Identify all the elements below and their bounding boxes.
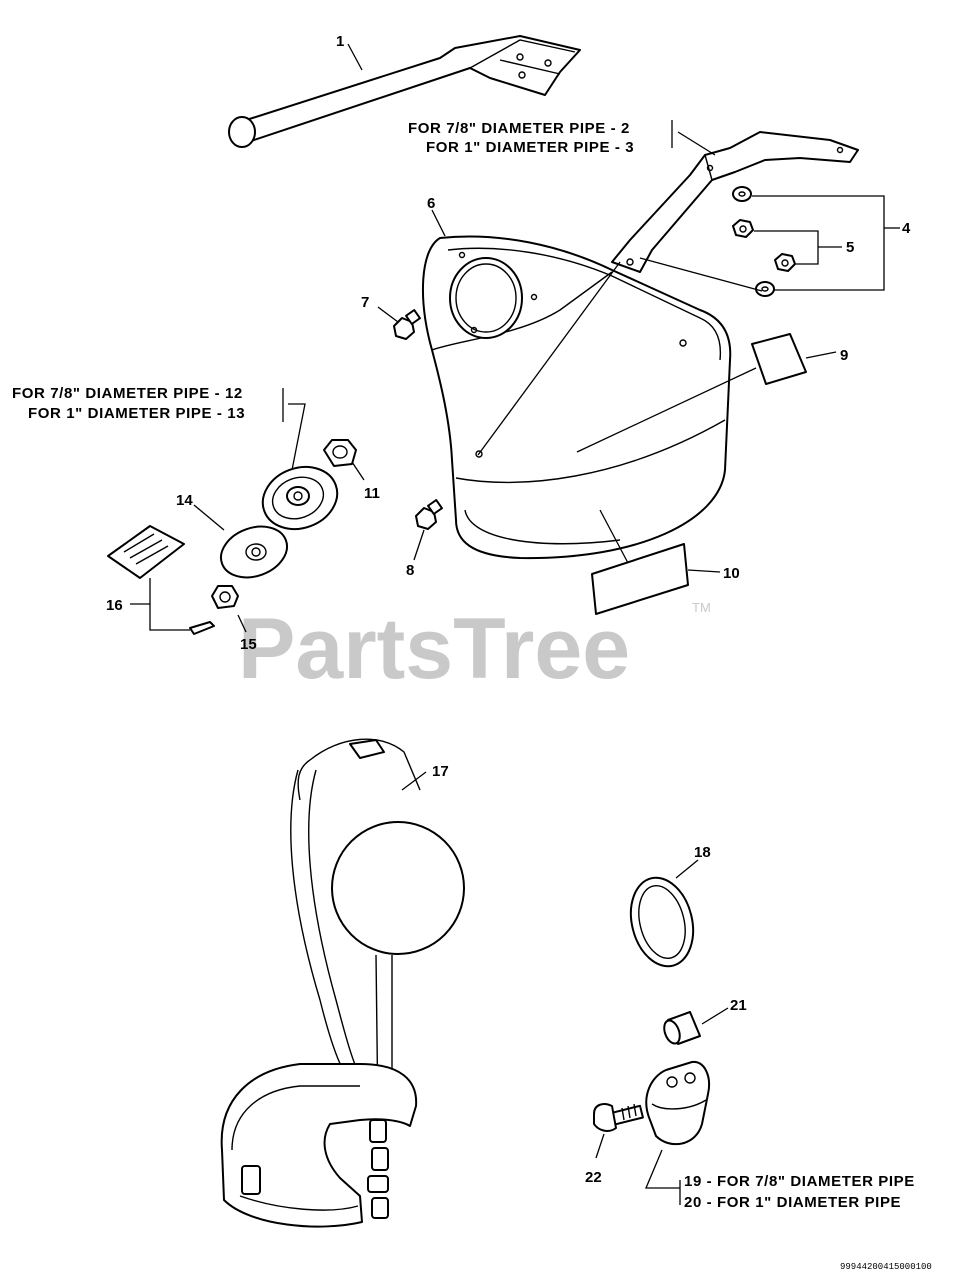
watermark-trademark: TM bbox=[692, 600, 711, 615]
callout-8: 8 bbox=[406, 562, 414, 579]
part-12-13-outer-hub[interactable] bbox=[254, 457, 346, 539]
part-4-washer-top[interactable] bbox=[732, 186, 752, 202]
callout-7: 7 bbox=[361, 294, 369, 311]
part-16-tool-kit[interactable] bbox=[107, 525, 215, 635]
callout-15: 15 bbox=[240, 636, 257, 653]
part-10-label[interactable] bbox=[591, 543, 689, 615]
note-pipe-12: FOR 7/8" DIAMETER PIPE - 12 bbox=[12, 385, 243, 402]
callout-17: 17 bbox=[432, 763, 449, 780]
callout-11: 11 bbox=[364, 485, 380, 502]
callout-16: 16 bbox=[106, 597, 123, 614]
part-15-nut[interactable] bbox=[211, 585, 239, 609]
callout-6: 6 bbox=[427, 195, 435, 212]
part-7-bolt[interactable] bbox=[393, 309, 421, 340]
callout-10: 10 bbox=[723, 565, 740, 582]
note-pipe-3: FOR 1" DIAMETER PIPE - 3 bbox=[426, 139, 634, 156]
part-6-shield[interactable] bbox=[421, 235, 732, 560]
part-14-washer[interactable] bbox=[214, 518, 294, 586]
part-19-20-clamp[interactable] bbox=[645, 1060, 710, 1145]
callout-5: 5 bbox=[846, 239, 854, 256]
callout-1: 1 bbox=[336, 33, 344, 50]
part-17-harness[interactable] bbox=[220, 738, 465, 1228]
part-8-bolt[interactable] bbox=[415, 499, 443, 530]
note-pipe-2: FOR 7/8" DIAMETER PIPE - 2 bbox=[408, 120, 630, 137]
part-21-sleeve[interactable] bbox=[661, 1011, 701, 1046]
callout-9: 9 bbox=[840, 347, 848, 364]
diagram-code: 99944200415000100 bbox=[840, 1262, 932, 1272]
part-5-nut-top[interactable] bbox=[732, 219, 754, 238]
callout-21: 21 bbox=[730, 997, 747, 1014]
note-pipe-13: FOR 1" DIAMETER PIPE - 13 bbox=[28, 405, 245, 422]
part-22-bolt[interactable] bbox=[593, 1103, 644, 1132]
part-9-label[interactable] bbox=[751, 333, 807, 385]
note-pipe-20: 20 - FOR 1" DIAMETER PIPE bbox=[684, 1194, 901, 1211]
callout-4: 4 bbox=[902, 220, 911, 237]
part-2-3-bracket[interactable] bbox=[611, 131, 859, 273]
watermark: PartsTree bbox=[238, 601, 630, 697]
part-1-handle[interactable] bbox=[228, 35, 581, 148]
callout-22: 22 bbox=[585, 1169, 602, 1186]
note-pipe-19: 19 - FOR 7/8" DIAMETER PIPE bbox=[684, 1173, 915, 1190]
callout-18: 18 bbox=[694, 844, 711, 861]
callout-14: 14 bbox=[176, 492, 193, 509]
part-4-washer-bottom[interactable] bbox=[755, 281, 775, 297]
part-18-ring[interactable] bbox=[622, 871, 702, 973]
part-5-nut-bottom[interactable] bbox=[774, 253, 796, 272]
part-11-nut[interactable] bbox=[323, 439, 357, 467]
